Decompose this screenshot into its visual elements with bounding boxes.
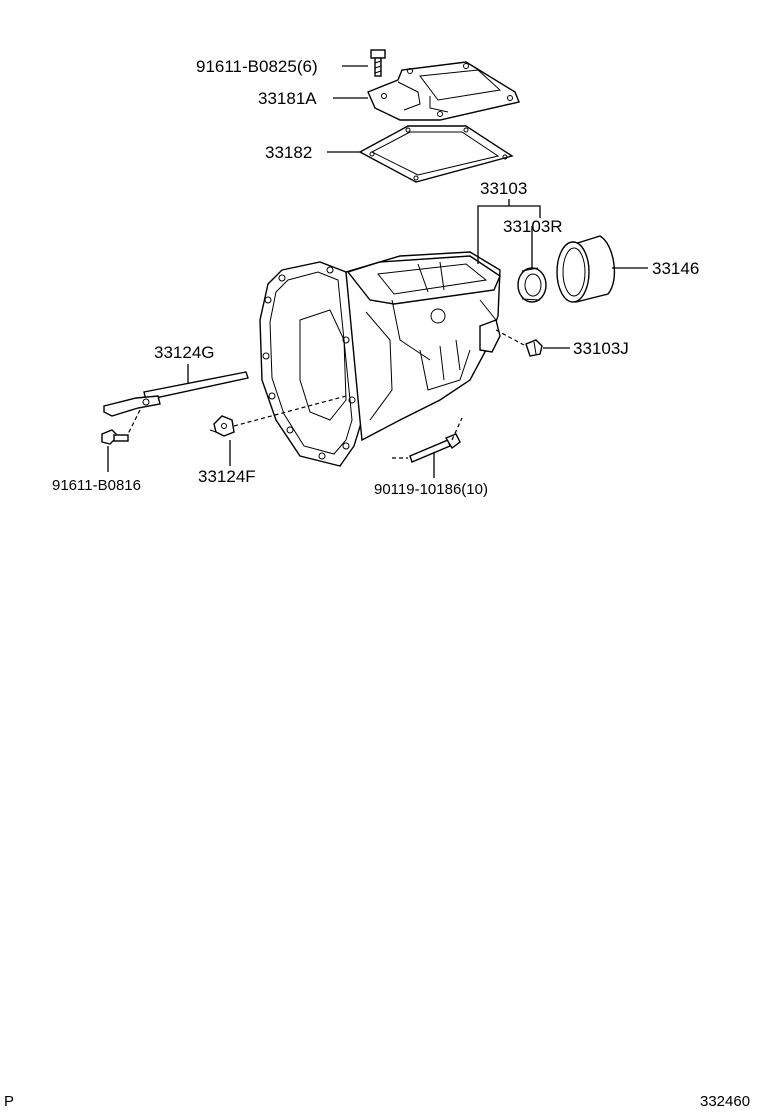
- label-bracket-f: 33124F: [198, 467, 256, 486]
- oil-seal-part: [517, 267, 547, 303]
- top-bolt-part: [370, 49, 386, 77]
- ring-part: [556, 235, 616, 303]
- label-bolt-bottom: 90119-10186(10): [374, 481, 488, 498]
- bottom-bolt-part: [409, 433, 461, 463]
- label-bolt-top: 91611-B0825(6): [196, 57, 318, 76]
- cover-part: [367, 61, 520, 121]
- gasket-part: [358, 125, 514, 183]
- shift-rod-part: [103, 371, 249, 417]
- label-gasket: 33182: [265, 143, 312, 162]
- label-cover: 33181A: [258, 89, 317, 108]
- label-rod-g: 33124G: [154, 343, 215, 362]
- plug-dashed: [495, 329, 525, 346]
- plug-part: [525, 339, 543, 357]
- label-case: 33103: [480, 179, 527, 198]
- bracket-dashed: [233, 395, 347, 427]
- footer-right-code: 332460: [700, 1093, 750, 1110]
- left-bolt-part: [101, 429, 129, 445]
- footer-left-code: P: [4, 1093, 14, 1110]
- bracket-part: [209, 415, 235, 437]
- transmission-case-part: [259, 251, 501, 467]
- label-ring: 33146: [652, 259, 699, 278]
- rod-dashed: [127, 409, 141, 435]
- label-bolt-left: 91611-B0816: [52, 477, 141, 494]
- label-seal-r: 33103R: [503, 217, 563, 236]
- label-plug-j: 33103J: [573, 339, 629, 358]
